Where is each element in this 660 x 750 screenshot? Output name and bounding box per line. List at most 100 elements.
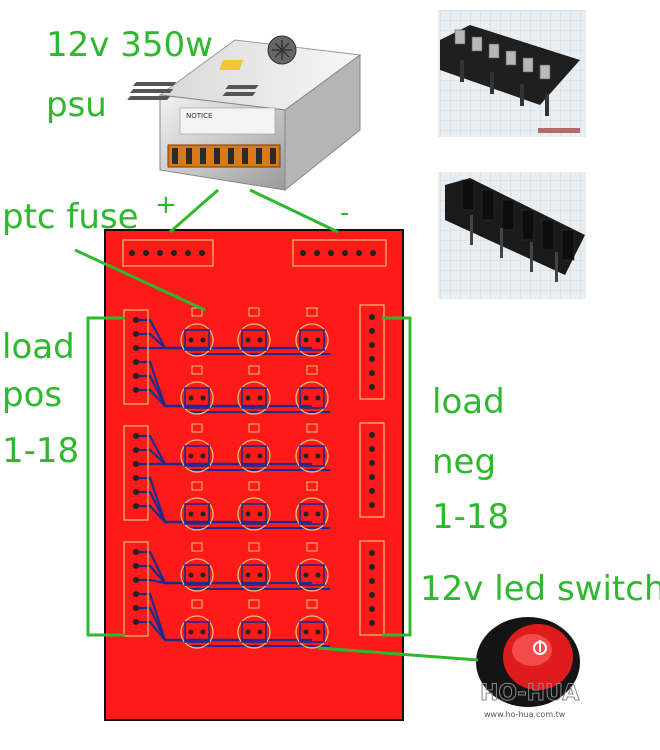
psu-title-label: 12v 350w xyxy=(46,25,213,65)
pos-terminal-pin xyxy=(133,577,139,583)
ptc-fuse-outline xyxy=(237,558,271,592)
neg-terminal-pin xyxy=(369,370,375,376)
fuse-pin xyxy=(303,511,309,517)
led-switch-label: 12v led switch xyxy=(420,569,660,609)
fuse-marker xyxy=(191,307,203,317)
fuse-pad xyxy=(299,564,325,586)
fuse-pin xyxy=(188,511,194,517)
fuse-marker xyxy=(248,481,260,491)
terminal-block-photo-top xyxy=(438,10,586,137)
fuse-pin xyxy=(245,572,251,578)
fuse-pad xyxy=(184,445,210,467)
fuse-pin xyxy=(303,395,309,401)
load-neg-label-1: load xyxy=(432,382,505,422)
neg-terminal-pin xyxy=(369,502,375,508)
terminal-block-photo-bottom xyxy=(438,172,586,299)
fuse-marker xyxy=(248,542,260,552)
fuse-marker xyxy=(306,481,318,491)
fuse-pad xyxy=(299,503,325,525)
minus-label: - xyxy=(340,198,350,228)
fuse-pin xyxy=(200,572,206,578)
pos-terminal-outline xyxy=(123,425,149,521)
blue-traces xyxy=(136,318,330,647)
fuse-pin xyxy=(200,337,206,343)
fuse-pin xyxy=(303,453,309,459)
ptc-fuse-label: ptc fuse xyxy=(2,197,139,237)
neg-terminal-pin xyxy=(369,606,375,612)
fuse-pin xyxy=(315,572,321,578)
neg-terminal-pin xyxy=(369,328,375,334)
ptc-fuse-outline xyxy=(295,615,329,649)
fuse-pad xyxy=(299,329,325,351)
fuse-pin xyxy=(257,629,263,635)
pos-terminal-pin xyxy=(133,433,139,439)
fuse-pad xyxy=(299,621,325,643)
neg-terminal-pin xyxy=(369,446,375,452)
switch-url-watermark: www.ho-hua.com.tw xyxy=(484,710,566,719)
ptc-fuse-outline xyxy=(295,558,329,592)
pos-terminal-pin xyxy=(133,563,139,569)
ptc-fuse-outline xyxy=(295,323,329,357)
fuse-pad xyxy=(299,445,325,467)
fuse-pad xyxy=(241,621,267,643)
neg-terminal-pin xyxy=(369,474,375,480)
fuse-pin xyxy=(188,572,194,578)
pos-terminal-outline xyxy=(123,309,149,405)
header-pin xyxy=(356,250,362,256)
neg-terminal-pin xyxy=(369,460,375,466)
fuse-pin xyxy=(303,572,309,578)
load-pos-label-1: load xyxy=(2,327,75,367)
neg-terminal-pin xyxy=(369,314,375,320)
fuse-pin xyxy=(200,511,206,517)
load-neg-label-2: neg xyxy=(432,442,497,482)
fuse-marker xyxy=(306,599,318,609)
pcb-board xyxy=(104,229,404,721)
pos-terminal-pin xyxy=(133,549,139,555)
pos-terminal-pin xyxy=(133,387,139,393)
fuse-pin xyxy=(303,337,309,343)
pos-terminal-pin xyxy=(133,373,139,379)
fuse-pin xyxy=(245,395,251,401)
fuse-marker xyxy=(306,423,318,433)
fuse-pad xyxy=(241,329,267,351)
fuse-pad xyxy=(184,387,210,409)
fuse-pad xyxy=(184,329,210,351)
header-pin xyxy=(314,250,320,256)
switch-brand-watermark: HO-HUA xyxy=(480,681,579,706)
pos-terminal-pin xyxy=(133,475,139,481)
neg-terminal-outline xyxy=(359,304,385,400)
trace xyxy=(136,388,312,408)
fuse-pad xyxy=(241,564,267,586)
fuse-pin xyxy=(200,629,206,635)
pos-terminal-pin xyxy=(133,359,139,365)
fuse-pin xyxy=(315,511,321,517)
ptc-fuse-outline xyxy=(295,497,329,531)
pos-terminal-pin xyxy=(133,461,139,467)
ptc-fuse-grid xyxy=(180,307,329,649)
header-pin xyxy=(328,250,334,256)
fuse-marker xyxy=(248,423,260,433)
load-pos-label-3: 1-18 xyxy=(2,431,80,471)
neg-terminal-pin xyxy=(369,620,375,626)
fuse-pad xyxy=(241,387,267,409)
fuse-marker xyxy=(306,307,318,317)
fuse-marker xyxy=(306,365,318,375)
ptc-fuse-outline xyxy=(237,381,271,415)
fuse-pin xyxy=(245,629,251,635)
header-pin xyxy=(370,250,376,256)
ptc-fuse-outline xyxy=(295,381,329,415)
fuse-pin xyxy=(257,453,263,459)
neg-terminal-outline xyxy=(359,422,385,518)
plus-label: + xyxy=(155,190,177,220)
header-pin xyxy=(185,250,191,256)
ptc-fuse-outline xyxy=(237,439,271,473)
fuse-pin xyxy=(245,453,251,459)
header-pin xyxy=(157,250,163,256)
fuse-marker xyxy=(191,599,203,609)
header-pin xyxy=(300,250,306,256)
pos-terminal-pin xyxy=(133,605,139,611)
fuse-marker xyxy=(191,542,203,552)
neg-terminal-outline xyxy=(359,540,385,636)
ptc-fuse-outline xyxy=(180,323,214,357)
